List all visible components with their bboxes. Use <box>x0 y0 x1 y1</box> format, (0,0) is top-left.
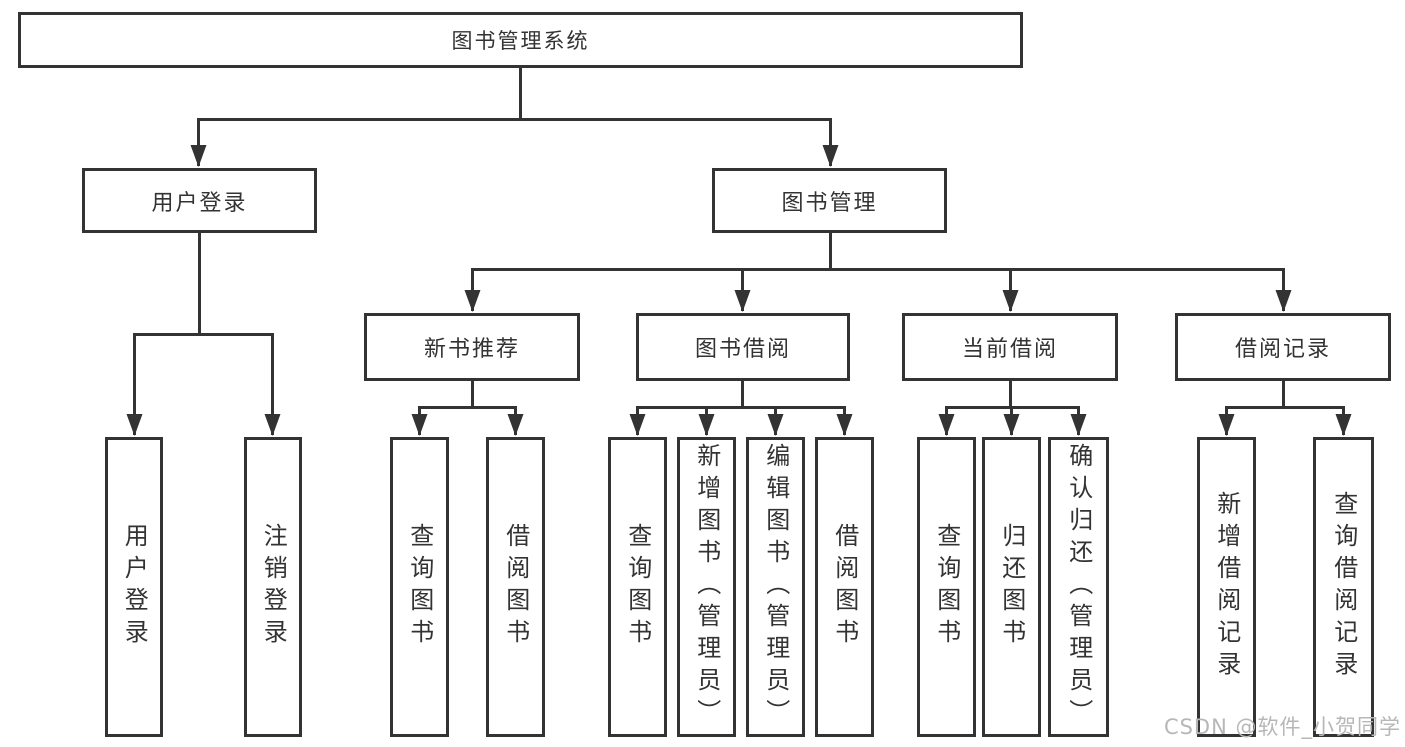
leaf-cb-return-books-label: 归还图书 <box>997 523 1026 651</box>
node-current-borrowing-label: 当前借阅 <box>961 337 1058 362</box>
node-book-borrowing: 图书借阅 <box>636 313 850 381</box>
node-root: 图书管理系统 <box>18 12 1023 68</box>
node-book-borrowing-label: 图书借阅 <box>694 337 791 362</box>
leaf-cb-query-books: 查询图书 <box>917 437 976 737</box>
leaf-br-query-record: 查询借阅记录 <box>1313 437 1374 737</box>
leaf-user-login-label: 用户登录 <box>120 523 149 651</box>
leaf-bb-borrow-books-label: 借阅图书 <box>830 523 859 651</box>
leaf-nb-query-books-label: 查询图书 <box>405 523 434 651</box>
leaf-cb-confirm-return-admin: 确认归还（管理员） <box>1048 437 1109 737</box>
leaf-bb-query-books: 查询图书 <box>608 437 667 737</box>
leaf-bb-edit-books-admin: 编辑图书（管理员） <box>746 437 805 737</box>
leaf-logout: 注销登录 <box>244 437 302 737</box>
node-current-borrowing: 当前借阅 <box>902 313 1118 381</box>
node-borrowing-records: 借阅记录 <box>1175 313 1391 381</box>
connector-user-login-branch <box>126 232 281 436</box>
leaf-bb-add-books-admin: 新增图书（管理员） <box>677 437 736 737</box>
node-book-management: 图书管理 <box>712 168 947 233</box>
leaf-nb-query-books: 查询图书 <box>390 437 449 737</box>
leaf-bb-borrow-books: 借阅图书 <box>815 437 874 737</box>
leaf-cb-query-books-label: 查询图书 <box>932 523 961 651</box>
leaf-cb-confirm-return-admin-label: 确认归还（管理员） <box>1064 443 1093 731</box>
leaf-br-query-record-label: 查询借阅记录 <box>1329 491 1358 683</box>
leaf-cb-return-books: 归还图书 <box>982 437 1041 737</box>
node-user-login-label: 用户登录 <box>151 190 248 216</box>
connector-book-mgmt-to-level3 <box>464 233 1292 312</box>
leaf-logout-label: 注销登录 <box>259 523 288 651</box>
leaf-nb-borrow-books: 借阅图书 <box>486 437 545 737</box>
node-book-management-label: 图书管理 <box>781 190 878 216</box>
node-root-label: 图书管理系统 <box>451 29 590 53</box>
leaf-bb-edit-books-admin-label: 编辑图书（管理员） <box>761 443 790 731</box>
connector-borrowing-records-branch <box>1218 381 1352 436</box>
leaf-br-add-record-label: 新增借阅记录 <box>1212 491 1241 683</box>
csdn-watermark: CSDN @软件_小贺同学 <box>1163 715 1401 739</box>
node-user-login: 用户登录 <box>82 168 317 233</box>
connector-book-borrowing-branch <box>629 381 853 436</box>
connector-new-book-branch <box>411 381 524 436</box>
leaf-bb-add-books-admin-label: 新增图书（管理员） <box>692 443 721 731</box>
node-new-book-recommendation-label: 新书推荐 <box>423 337 520 362</box>
leaf-nb-borrow-books-label: 借阅图书 <box>501 523 530 651</box>
node-borrowing-records-label: 借阅记录 <box>1234 337 1331 362</box>
leaf-user-login: 用户登录 <box>105 437 163 737</box>
connector-current-borrowing-branch <box>938 381 1087 436</box>
node-new-book-recommendation: 新书推荐 <box>364 313 580 381</box>
connector-root-to-level2 <box>190 68 839 167</box>
leaf-bb-query-books-label: 查询图书 <box>623 523 652 651</box>
leaf-br-add-record: 新增借阅记录 <box>1197 437 1256 737</box>
